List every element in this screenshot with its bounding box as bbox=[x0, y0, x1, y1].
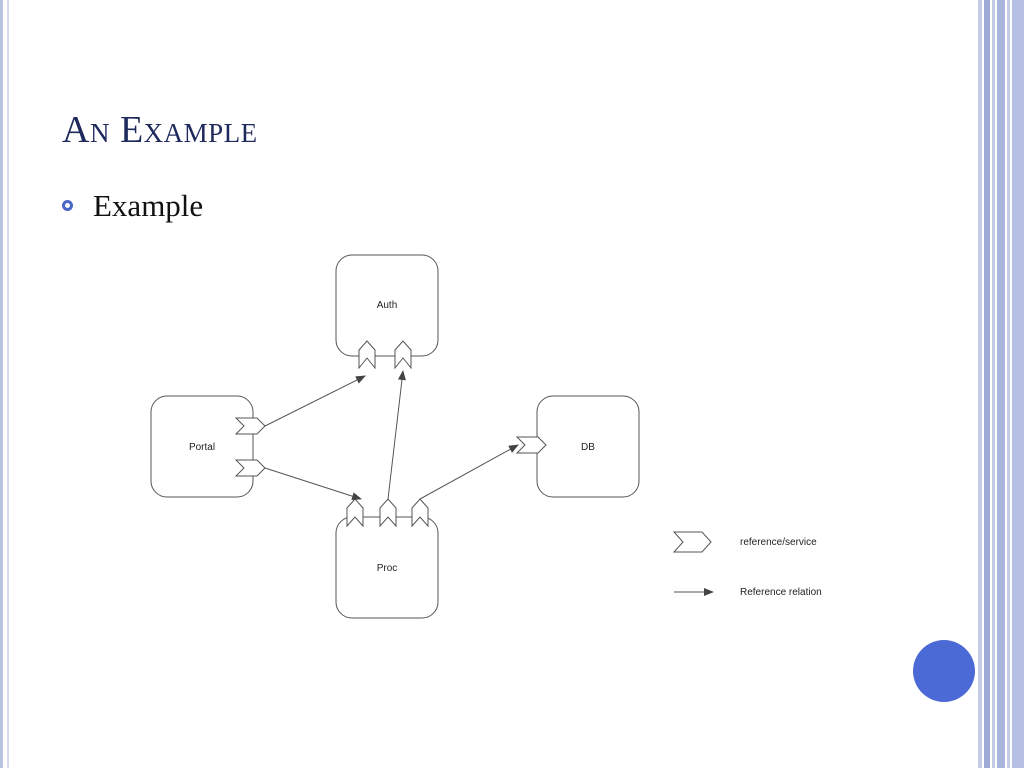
left-frame-rule-inner bbox=[7, 0, 9, 768]
portal-label: Portal bbox=[189, 442, 215, 453]
proc-label: Proc bbox=[377, 563, 398, 574]
auth-component: Auth bbox=[335, 254, 439, 357]
proc-reference-port-icon bbox=[411, 498, 429, 528]
proc-service-port-icon bbox=[346, 498, 364, 528]
db-component: DB bbox=[536, 395, 640, 498]
legend-label-reference-relation: Reference relation bbox=[740, 587, 822, 598]
db-label: DB bbox=[581, 442, 595, 453]
reference-service-icon bbox=[672, 531, 712, 553]
bullet-marker bbox=[62, 200, 73, 211]
relation-portal-auth bbox=[264, 375, 366, 427]
relation-proc-db bbox=[419, 444, 519, 500]
auth-service-port-icon bbox=[358, 340, 376, 370]
bullet-text: Example bbox=[93, 188, 204, 223]
auth-service-port-icon bbox=[394, 340, 412, 370]
portal-reference-port-icon bbox=[234, 417, 266, 435]
legend-label-reference-service: reference/service bbox=[740, 537, 817, 548]
proc-reference-port-icon bbox=[379, 498, 397, 528]
diagram-legend: reference/service Reference relation bbox=[672, 531, 822, 598]
right-frame-band bbox=[978, 0, 1024, 768]
decorative-circle bbox=[913, 640, 975, 702]
left-frame-rule bbox=[0, 0, 3, 768]
db-service-port-icon bbox=[515, 436, 547, 454]
portal-component: Portal bbox=[150, 395, 254, 498]
portal-reference-port-icon bbox=[234, 459, 266, 477]
relation-portal-proc bbox=[264, 467, 362, 501]
slide-title: An Example bbox=[62, 109, 258, 151]
proc-component: Proc bbox=[335, 516, 439, 619]
auth-label: Auth bbox=[377, 300, 398, 311]
relation-proc-auth bbox=[387, 370, 406, 500]
